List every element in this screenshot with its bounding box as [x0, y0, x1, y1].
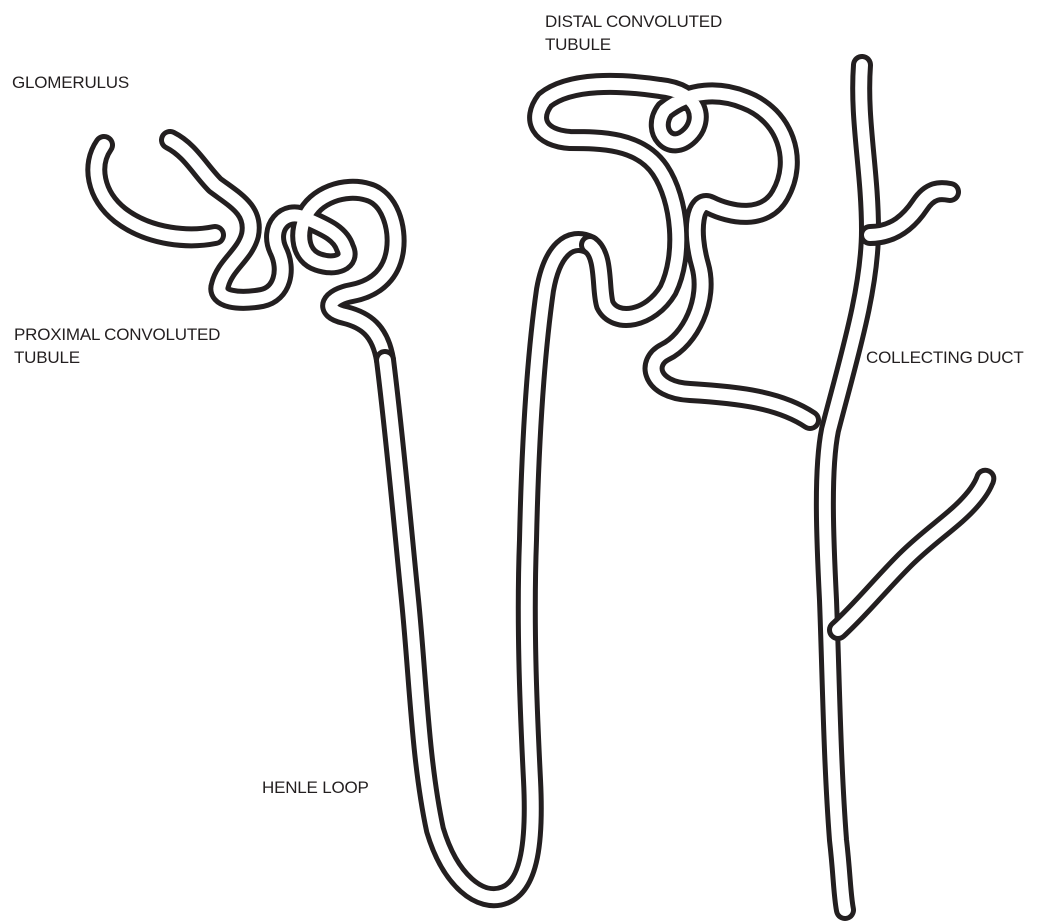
collecting-duct [825, 65, 985, 910]
label-proximal-convoluted-tubule: PROXIMAL CONVOLUTED TUBULE [14, 323, 220, 369]
henle-loop [385, 242, 590, 897]
label-distal-line2: TUBULE [545, 33, 722, 56]
label-collecting-duct: COLLECTING DUCT [866, 346, 1024, 369]
label-proximal-line1: PROXIMAL CONVOLUTED [14, 323, 220, 346]
label-henle-loop: HENLE LOOP [262, 776, 369, 799]
label-proximal-line2: TUBULE [14, 346, 220, 369]
label-distal-convoluted-tubule: DISTAL CONVOLUTED TUBULE [545, 10, 722, 56]
label-distal-line1: DISTAL CONVOLUTED [545, 10, 722, 33]
label-glomerulus: GLOMERULUS [12, 71, 129, 94]
